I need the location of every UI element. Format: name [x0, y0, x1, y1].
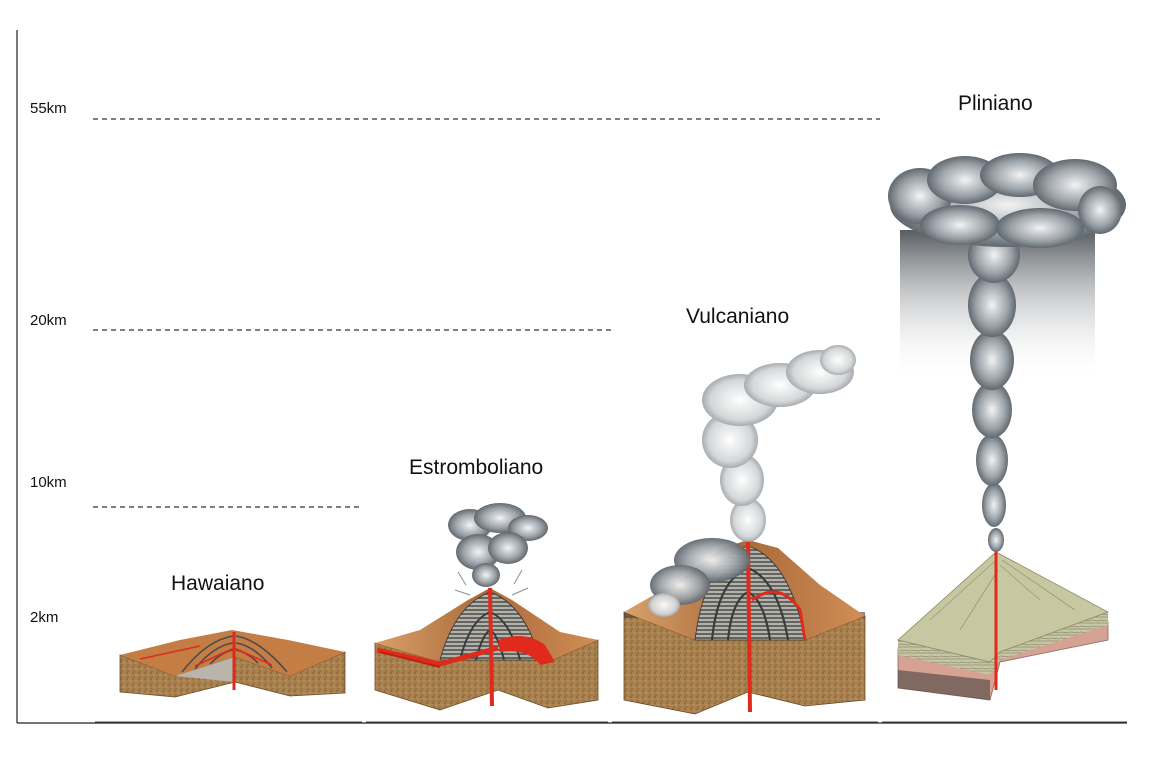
altitude-label-10km: 10km: [30, 474, 67, 491]
altitude-label-55km: 55km: [30, 100, 67, 117]
hawaiano-volcano: [119, 630, 346, 698]
pliniano-volcano: [888, 153, 1126, 701]
title-hawaiano: Hawaiano: [171, 572, 265, 595]
vulcaniano-volcano: [623, 345, 866, 715]
altitude-label-2km: 2km: [30, 609, 59, 626]
estromboliano-volcano: [374, 503, 599, 711]
title-pliniano: Pliniano: [958, 92, 1033, 115]
title-estromboliano: Estromboliano: [409, 456, 544, 479]
title-vulcaniano: Vulcaniano: [686, 305, 790, 328]
altitude-label-20km: 20km: [30, 312, 67, 329]
